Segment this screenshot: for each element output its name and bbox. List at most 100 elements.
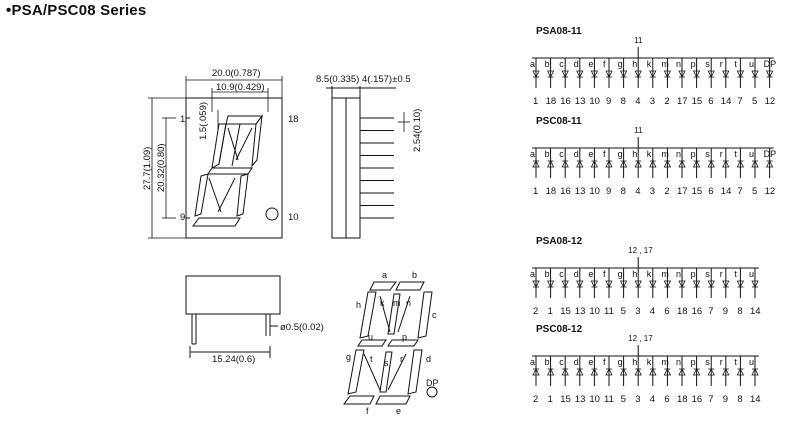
diode-symbol (722, 70, 730, 78)
pin-number: 9 (723, 394, 728, 405)
segment-label: DP (764, 59, 777, 69)
seg-label-d: d (426, 354, 431, 364)
pin-number: 3 (635, 306, 640, 317)
diode-symbol (546, 160, 555, 168)
bottom-view (185, 275, 281, 358)
page-title: •PSA/PSC08 Series (6, 2, 147, 19)
segment-label: s (705, 149, 710, 159)
segment-label: p (691, 269, 696, 279)
segment-label: k (647, 59, 652, 69)
segment-label: a (530, 59, 535, 69)
segment-label: k (647, 149, 652, 159)
diode-symbol (751, 368, 759, 376)
side-dimensions (398, 112, 410, 132)
diode-symbol (576, 368, 584, 376)
diode-symbol (605, 160, 613, 168)
pin-number: 16 (692, 394, 703, 405)
diode-symbol (649, 280, 657, 288)
pin-number: 14 (721, 96, 732, 107)
diode-symbol (663, 70, 672, 78)
pin-number: 18 (677, 306, 688, 317)
segment-label: d (574, 357, 579, 367)
segment-label: u (749, 149, 754, 159)
dim-side-a: 8.5(0.335) (316, 74, 359, 85)
segment-label: p (691, 59, 696, 69)
circuit-title: PSA08-12 (536, 236, 583, 247)
diode-symbol (692, 160, 701, 168)
common-pin-label: 12 , 17 (628, 246, 653, 255)
pin-number: 9 (606, 96, 611, 107)
segment-label: a (530, 357, 535, 367)
side-pins (360, 117, 394, 219)
diode-symbol (649, 368, 657, 376)
seg-label-f: f (366, 406, 369, 416)
segment-label: h (632, 59, 637, 69)
seg-label-r: r (400, 354, 403, 364)
front-dp-dot (265, 207, 279, 221)
pin-number: 18 (677, 394, 688, 405)
diode-symbol (678, 368, 686, 376)
pin-number: 15 (560, 394, 571, 405)
diode-symbol (722, 280, 730, 288)
diode-symbol (765, 70, 774, 78)
diode-symbol (634, 160, 642, 168)
diode-symbol (590, 280, 599, 288)
pin-number: 13 (575, 96, 586, 107)
pin-number: 17 (677, 96, 688, 107)
segment-label: m (661, 357, 669, 367)
diode-symbol (692, 70, 701, 78)
diode-symbol (561, 368, 569, 376)
segment-label: f (603, 59, 606, 69)
front-digit (192, 114, 263, 227)
diode-symbol (634, 280, 642, 288)
common-pin-label: 12 , 17 (628, 334, 653, 343)
pin-number: 5 (621, 306, 626, 317)
pin-number: 8 (737, 394, 742, 405)
circuit-diagrams: PSA08-1111a1b18c16d13e10f9g8h4k3m2n17p15… (530, 26, 776, 405)
dim-seg-gap: 1.5(.059) (198, 102, 209, 140)
pin-number: 7 (708, 306, 713, 317)
segment-label: b (545, 149, 550, 159)
diode-symbol (576, 70, 584, 78)
pin-number: 4 (650, 394, 655, 405)
segment-label: s (705, 269, 710, 279)
segment-label: t (734, 59, 737, 69)
segment-label: h (632, 357, 637, 367)
diode-symbol (619, 70, 628, 78)
pin-number: 8 (737, 306, 742, 317)
pin-number: 16 (692, 306, 703, 317)
diode-symbol (532, 368, 540, 376)
segment-label: e (588, 269, 593, 279)
diode-symbol (678, 280, 686, 288)
segment-label: u (749, 357, 754, 367)
segment-label: e (588, 357, 593, 367)
pin-number: 1 (548, 306, 553, 317)
segment-label: c (559, 59, 564, 69)
pin-number: 10 (589, 96, 600, 107)
pin-number: 1 (533, 186, 538, 197)
segment-label: u (749, 269, 754, 279)
segment-label: e (588, 59, 593, 69)
segment-diagram (343, 281, 438, 405)
seg-label-b: b (412, 270, 417, 280)
segment-label: g (618, 269, 623, 279)
diode-symbol (590, 70, 599, 78)
segment-label: DP (764, 149, 777, 159)
pin-number: 3 (635, 394, 640, 405)
circuit-title: PSA08-11 (536, 26, 582, 37)
segment-label: e (588, 149, 593, 159)
seg-label-g: g (346, 352, 351, 362)
diode-symbol (619, 368, 628, 376)
segment-label: r (720, 357, 723, 367)
segment-label: g (618, 59, 623, 69)
pin-number: 2 (533, 306, 538, 317)
diode-symbol (576, 160, 584, 168)
pin-number: 14 (750, 306, 761, 317)
dim-pin-diameter: ø0.5(0.02) (280, 322, 324, 333)
seg-label-dp: DP (426, 378, 439, 388)
pin-number: 11 (604, 394, 614, 405)
segment-label: c (559, 269, 564, 279)
pin-label-9: 9 (180, 212, 185, 223)
segment-label: t (734, 357, 737, 367)
